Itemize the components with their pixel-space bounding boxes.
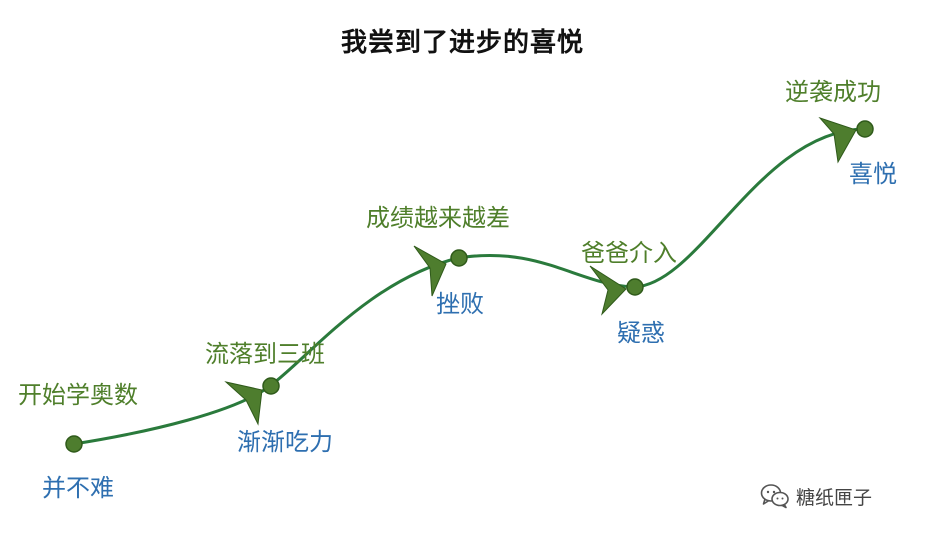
stage-1-bottom-label: 并不难 xyxy=(42,474,114,502)
stage-5-top-label: 逆袭成功 xyxy=(785,78,881,106)
stage-3-top-label: 成绩越来越差 xyxy=(366,204,510,232)
watermark: 糖纸匣子 xyxy=(760,482,872,510)
arrowhead-4 xyxy=(818,116,857,164)
watermark-text: 糖纸匣子 xyxy=(796,486,873,509)
stage-5-bottom-label: 喜悦 xyxy=(849,160,897,188)
stage-2-top-label: 流落到三班 xyxy=(205,340,325,368)
stage-3-bottom-label: 挫败 xyxy=(436,290,484,318)
stage-4-bottom-label: 疑惑 xyxy=(617,319,665,347)
wechat-icon xyxy=(760,484,789,509)
stage-4-top-label: 爸爸介入 xyxy=(581,239,677,267)
arrowhead-2 xyxy=(413,245,447,297)
stage-1-top-label: 开始学奥数 xyxy=(18,381,138,409)
stage-node-5 xyxy=(856,120,874,138)
arrowhead-1 xyxy=(224,381,263,426)
stage-node-1 xyxy=(65,435,83,453)
stage-2-bottom-label: 渐渐吃力 xyxy=(237,428,333,456)
arrowhead-3 xyxy=(589,265,627,316)
progress-curve xyxy=(73,127,866,446)
stage-node-3 xyxy=(450,249,468,267)
stage-node-2 xyxy=(262,377,280,395)
stage-node-4 xyxy=(626,278,644,296)
diagram-title: 我尝到了进步的喜悦 xyxy=(340,28,584,58)
